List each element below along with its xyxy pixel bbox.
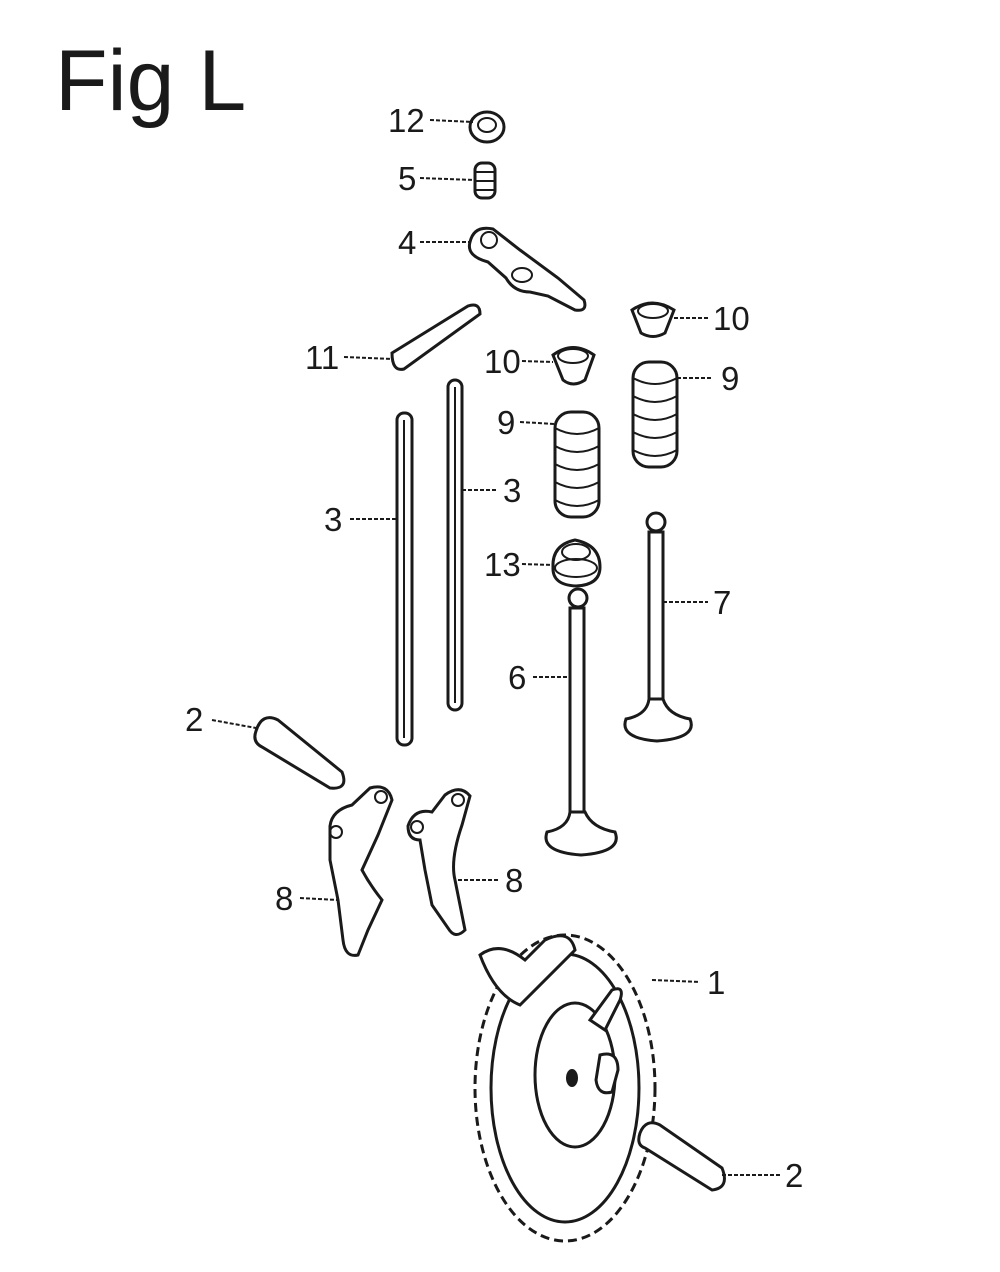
leader-1 <box>651 979 701 983</box>
leader-5 <box>419 177 475 181</box>
callout-2-lower: 2 <box>785 1157 803 1194</box>
callout-1: 1 <box>707 964 725 1001</box>
part-10-retainer-right <box>630 301 676 338</box>
callout-10-left: 10 <box>484 343 521 380</box>
part-3-pushrod-left <box>395 411 414 747</box>
callout-2-upper: 2 <box>185 701 203 738</box>
callout-9-right: 9 <box>721 360 739 397</box>
part-1-camshaft-gear <box>473 933 657 1243</box>
leader-10a <box>521 360 554 363</box>
part-7-valve <box>623 511 693 743</box>
part-2-pin-lower <box>637 1121 726 1192</box>
callout-3-left: 3 <box>324 501 342 538</box>
callout-7: 7 <box>713 584 731 621</box>
leader-11 <box>343 356 393 360</box>
part-5-adjuster <box>473 161 497 200</box>
callout-3-right: 3 <box>503 472 521 509</box>
callout-13: 13 <box>484 546 521 583</box>
leader-12 <box>429 119 474 123</box>
leader-2a <box>211 719 257 729</box>
callout-6: 6 <box>508 659 526 696</box>
callout-11: 11 <box>305 339 339 376</box>
leader-lines <box>211 119 780 1176</box>
callout-5: 5 <box>398 160 416 197</box>
callout-labels: 12 5 4 11 10 10 9 9 3 3 13 6 7 2 8 8 1 2 <box>185 102 803 1194</box>
part-9-spring-right <box>631 360 679 469</box>
part-10-retainer-left <box>551 346 596 386</box>
leader-9a <box>519 421 556 425</box>
callout-8-left: 8 <box>275 880 293 917</box>
callout-4: 4 <box>398 224 416 261</box>
leader-8a <box>299 897 339 901</box>
callout-9-left: 9 <box>497 404 515 441</box>
part-2-pin-upper <box>253 716 346 790</box>
part-3-pushrod-right <box>446 378 464 712</box>
part-4-rocker-arm <box>467 226 587 312</box>
callout-8-right: 8 <box>505 862 523 899</box>
part-9-spring-left <box>553 410 601 519</box>
part-6-valve <box>544 587 618 857</box>
part-8-cam-follower-left <box>328 785 394 957</box>
part-11-shaft <box>390 303 482 371</box>
figure-title: Fig L <box>55 33 247 129</box>
part-13-valve-cap <box>551 538 602 588</box>
leader-13 <box>521 563 554 566</box>
part-8-cam-follower-right <box>406 788 472 936</box>
callout-12: 12 <box>388 102 425 139</box>
part-12-nut <box>468 110 506 144</box>
callout-10-right: 10 <box>713 300 750 337</box>
